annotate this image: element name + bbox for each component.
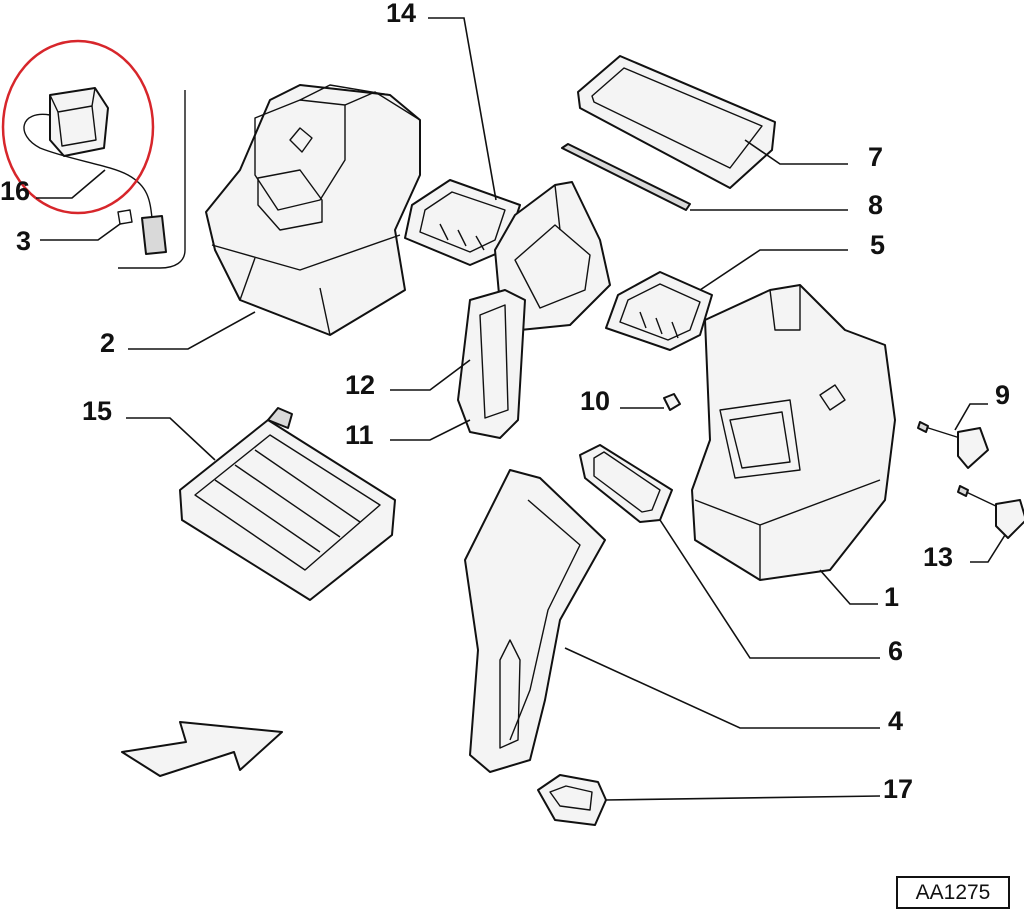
callout-17: 17 xyxy=(883,774,913,804)
highlight-ellipse xyxy=(1,39,155,215)
callout-7: 7 xyxy=(868,142,883,172)
part-17-vent xyxy=(537,774,607,826)
leader-lines xyxy=(36,17,1006,801)
part-7-filter xyxy=(577,55,776,189)
callout-11: 11 xyxy=(345,420,374,450)
part-16-resistor xyxy=(23,87,167,255)
callout-3: 3 xyxy=(16,226,31,256)
callout-15: 15 xyxy=(82,396,112,426)
part-15-heater-core xyxy=(179,407,396,601)
callout-9: 9 xyxy=(995,380,1010,410)
callout-13: 13 xyxy=(923,542,953,572)
part-10-clip xyxy=(663,393,681,411)
part-2-housing xyxy=(205,84,421,336)
inset-bracket xyxy=(118,90,186,269)
part-8-strip xyxy=(561,143,691,211)
part-11-duct xyxy=(457,289,526,439)
reference-code-box: AA1275 xyxy=(896,876,1010,909)
part-1-housing xyxy=(691,284,896,581)
part-13-sensor xyxy=(957,485,1024,539)
callout-12: 12 xyxy=(345,370,375,400)
callout-2: 2 xyxy=(100,328,115,358)
callout-8: 8 xyxy=(868,190,883,220)
part-9-sensor xyxy=(917,421,989,469)
callout-14: 14 xyxy=(386,0,416,28)
callout-10: 10 xyxy=(580,386,610,416)
part-5-vent xyxy=(605,271,713,351)
callout-1: 1 xyxy=(884,582,899,612)
callout-16: 16 xyxy=(0,176,30,206)
part-6-gasket xyxy=(579,444,673,523)
callout-5: 5 xyxy=(870,230,885,260)
part-4-duct xyxy=(464,469,606,773)
direction-arrow xyxy=(121,721,283,777)
callout-4: 4 xyxy=(888,706,903,736)
callouts: 16 3 2 14 7 8 5 12 11 15 10 9 13 1 6 4 1… xyxy=(0,0,1010,804)
callout-6: 6 xyxy=(888,636,903,666)
